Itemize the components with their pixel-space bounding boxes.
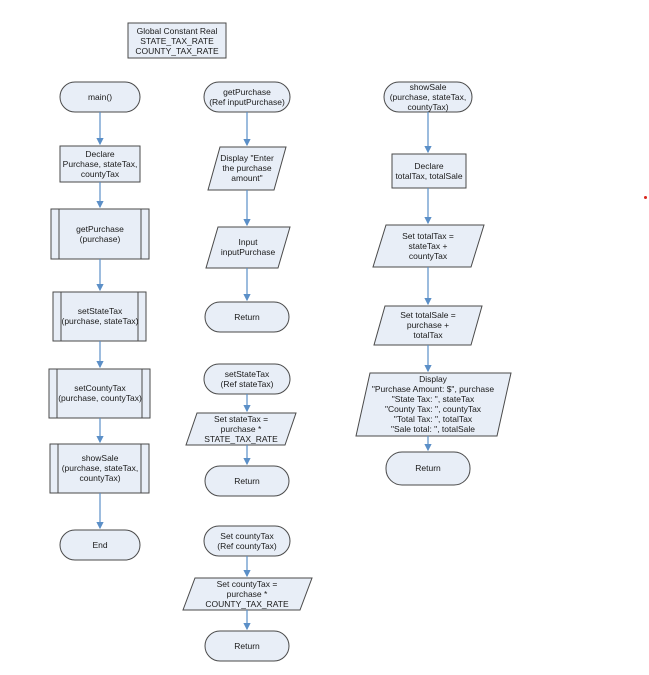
show-sale-return-label: Return bbox=[415, 463, 441, 473]
declare-totals-label: Declare totalTax, totalSale bbox=[395, 161, 463, 181]
set-total-sale-io bbox=[373, 305, 483, 346]
set-state-tax-subprocess bbox=[52, 291, 147, 342]
display-enter-label: Display "Enter the purchase amount" bbox=[220, 153, 274, 183]
show-sale-return-terminal bbox=[385, 451, 471, 486]
get-purchase-start-label: getPurchase (Ref inputPurchase) bbox=[209, 87, 285, 107]
set-state-tax-body-label: Set stateTax = purchase * STATE_TAX_RATE bbox=[204, 414, 278, 444]
show-sale-start-label: showSale (purchase, stateTax, countyTax) bbox=[389, 82, 467, 112]
set-county-tax-return-terminal bbox=[204, 630, 290, 662]
display-sale-label: Display "Purchase Amount: $", purchase "… bbox=[371, 374, 495, 434]
main-label: main() bbox=[87, 92, 113, 102]
display-sale-io bbox=[355, 372, 512, 437]
set-county-tax-start-label: Set countyTax (Ref countyTax) bbox=[217, 531, 277, 551]
set-total-tax-label: Set totalTax = stateTax + countyTax bbox=[402, 231, 454, 261]
get-purchase-return-terminal bbox=[204, 301, 290, 333]
global-constant-box bbox=[127, 22, 227, 59]
set-state-tax-return-label: Return bbox=[234, 476, 260, 486]
show-sale-subprocess bbox=[49, 443, 150, 494]
get-purchase-return-label: Return bbox=[234, 312, 260, 322]
set-county-tax-call-label: setCountyTax (purchase, countyTax) bbox=[58, 383, 142, 403]
global-constant-label: Global Constant Real STATE_TAX_RATE COUN… bbox=[135, 26, 219, 56]
declare-totals-process bbox=[391, 153, 467, 189]
input-purchase-io bbox=[205, 226, 291, 269]
set-county-tax-body-label: Set countyTax = purchase * COUNTY_TAX_RA… bbox=[205, 579, 289, 609]
red-dot-marker bbox=[644, 196, 647, 199]
end-label: End bbox=[92, 540, 108, 550]
set-state-tax-call-label: setStateTax (purchase, stateTax) bbox=[61, 306, 139, 326]
set-county-tax-io bbox=[182, 577, 313, 611]
declare-label: Declare Purchase, stateTax, countyTax bbox=[62, 149, 138, 179]
set-state-tax-return-terminal bbox=[204, 465, 290, 497]
display-enter-purchase-io bbox=[207, 146, 287, 191]
show-sale-call-label: showSale (purchase, stateTax, countyTax) bbox=[61, 453, 139, 483]
set-county-tax-subprocess bbox=[48, 368, 151, 419]
input-purchase-label: Input inputPurchase bbox=[220, 237, 276, 257]
set-county-tax-return-label: Return bbox=[234, 641, 260, 651]
get-purchase-call-label: getPurchase (purchase) bbox=[76, 224, 124, 244]
set-state-tax-io bbox=[185, 412, 297, 446]
get-purchase-subprocess bbox=[50, 208, 150, 260]
set-state-tax-start-label: setStateTax (Ref stateTax) bbox=[220, 369, 274, 389]
set-total-tax-io bbox=[372, 224, 485, 268]
end-terminal bbox=[59, 529, 141, 561]
set-total-sale-label: Set totalSale = purchase + totalTax bbox=[400, 310, 456, 340]
